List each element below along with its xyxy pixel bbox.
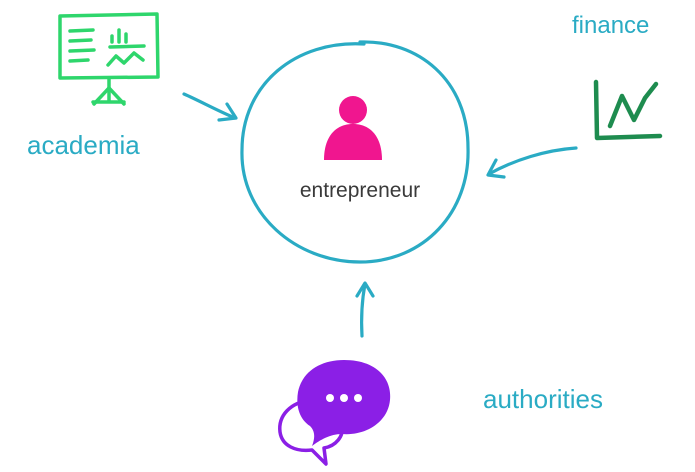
person-icon [324, 96, 382, 160]
line-chart-icon [593, 79, 663, 141]
arrow-authorities-to-center [355, 281, 375, 338]
center-circle [240, 40, 470, 264]
entrepreneur-label: entrepreneur [299, 179, 421, 202]
arrow-academia-to-center [182, 92, 238, 122]
academia-label: academia [27, 130, 140, 160]
finance-label: finance [572, 12, 650, 39]
arrow-finance-to-center [486, 146, 578, 179]
presentation-board-icon [58, 12, 160, 106]
speech-bubbles-icon [278, 360, 391, 466]
authorities-label: authorities [483, 384, 603, 414]
